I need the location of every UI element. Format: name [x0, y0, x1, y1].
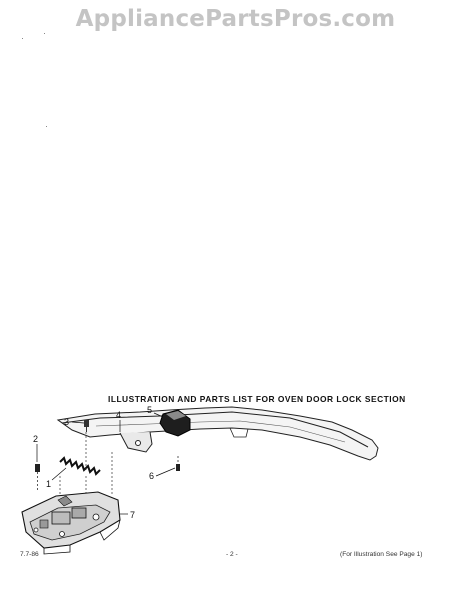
lock-base-plate — [21, 491, 121, 555]
latch-lever-arm — [56, 406, 379, 461]
footer-illustration-note: (For Illustration See Page 1) — [340, 551, 423, 558]
footer-date: 7.7-86 — [20, 551, 39, 558]
screw-2 — [35, 464, 40, 490]
callout-2: 2 — [33, 434, 38, 444]
screw-6 — [176, 456, 180, 471]
callout-1: 1 — [46, 479, 51, 489]
lock-knob — [159, 409, 191, 437]
spring — [59, 456, 101, 476]
footer-page-number: - 2 - — [226, 551, 238, 558]
section-heading: ILLUSTRATION AND PARTS LIST FOR OVEN DOO… — [108, 394, 406, 404]
callout-6: 6 — [149, 471, 154, 481]
callout-3: 3 — [64, 417, 69, 427]
leader-lines — [36, 412, 176, 515]
assembly-guide-lines — [59, 432, 113, 500]
callout-7: 7 — [130, 510, 135, 520]
watermark-logo: AppliancePartsPros.com — [75, 6, 396, 32]
callout-5: 5 — [147, 405, 152, 415]
callout-4: 4 — [116, 410, 121, 420]
screw-3 — [84, 420, 89, 432]
